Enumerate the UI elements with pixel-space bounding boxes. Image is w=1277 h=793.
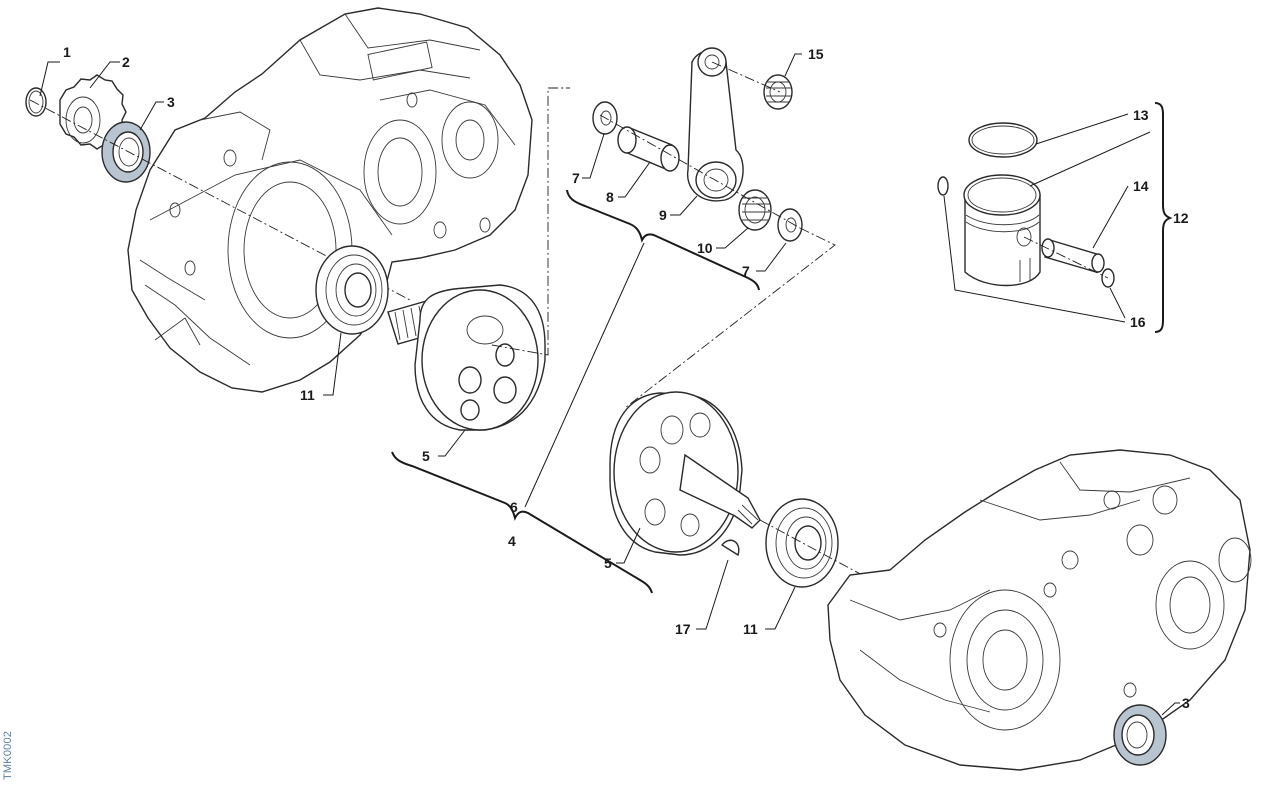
callout-10: 10 <box>697 240 713 256</box>
callout-6: 6 <box>510 499 518 515</box>
flywheel-5-left <box>387 284 546 431</box>
thrust-washer-7-bottom <box>777 208 803 242</box>
callout-1: 1 <box>63 44 71 60</box>
needle-bearing-10 <box>738 189 772 231</box>
callout-17: 17 <box>675 621 691 637</box>
connecting-rod-9 <box>686 47 744 202</box>
crank-pin-8 <box>617 126 680 172</box>
right-crankcase-half <box>827 449 1252 771</box>
callout-12: 12 <box>1173 210 1189 226</box>
callout-3-top: 3 <box>167 94 175 110</box>
woodruff-key-17 <box>720 539 740 557</box>
bearing-11-left <box>315 245 389 335</box>
circlip-1 <box>25 87 47 117</box>
callout-8: 8 <box>606 189 614 205</box>
brace-conrod-group-6 <box>566 189 760 291</box>
leader-lines <box>39 53 1180 716</box>
piston-ring-13 <box>968 122 1038 158</box>
drawing-code: TMK0002 <box>2 730 14 780</box>
brace-crankshaft-4 <box>391 451 653 594</box>
callout-11-left: 11 <box>300 387 315 403</box>
flywheel-5-right <box>609 391 761 556</box>
callout-13: 13 <box>1133 107 1149 123</box>
brace-12 <box>1154 102 1173 333</box>
callout-2: 2 <box>122 54 130 70</box>
callout-5-left: 5 <box>422 448 430 464</box>
piston <box>963 174 1041 287</box>
circlip-16-left <box>937 176 949 196</box>
seal-3-top <box>101 121 151 183</box>
callout-7-bottom: 7 <box>742 263 750 279</box>
callout-16: 16 <box>1130 314 1146 330</box>
seal-3-bottom <box>1113 704 1167 766</box>
small-end-bearing-15 <box>763 74 793 110</box>
axis-crank-pin <box>599 114 801 229</box>
bearing-11-right <box>765 498 839 588</box>
callout-14: 14 <box>1133 178 1149 194</box>
callout-15: 15 <box>808 46 824 62</box>
callout-3-bottom: 3 <box>1182 695 1190 711</box>
callout-5-right: 5 <box>604 555 612 571</box>
link-line-lower <box>624 227 836 409</box>
left-crankcase-half <box>127 7 533 393</box>
axis-piston-pin <box>1023 236 1109 279</box>
callout-7-top: 7 <box>572 170 580 186</box>
callout-11-right: 11 <box>743 621 758 637</box>
piston-pin-14 <box>1041 238 1105 273</box>
axis-small-end <box>711 61 781 93</box>
callout-9: 9 <box>659 207 667 223</box>
callout-4: 4 <box>508 533 516 549</box>
